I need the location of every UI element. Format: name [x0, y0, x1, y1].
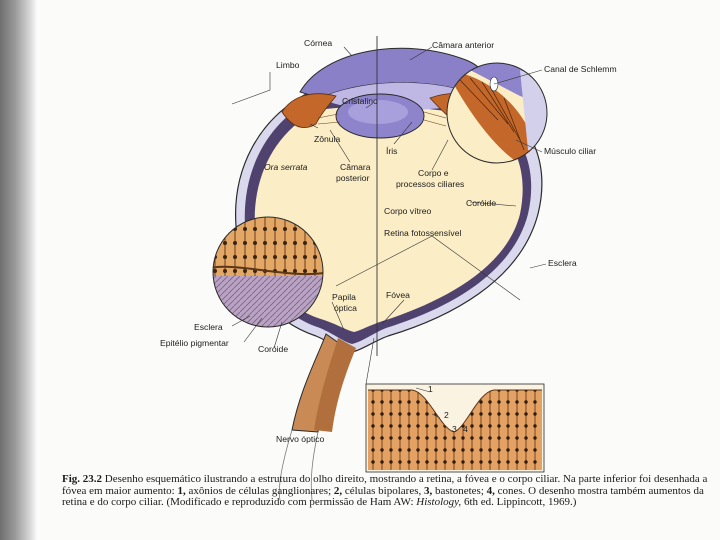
label-iris: Íris	[386, 146, 397, 156]
optic-nerve-core	[314, 338, 356, 432]
scan-binding-shadow	[0, 0, 38, 540]
caption-t4: cones. O desenho mostra também aumentos …	[62, 484, 704, 509]
fovea-magnified-inset	[365, 383, 545, 473]
label-camara-posterior-2: posterior	[336, 173, 370, 183]
label-zonula: Zônula	[314, 134, 340, 144]
label-nervo-optico: Nervo óptico	[276, 434, 324, 444]
label-musculo-ciliar: Músculo ciliar	[544, 146, 596, 156]
caption-t1: axônios de células ganglionares;	[185, 484, 334, 497]
label-corpo-processos-1: Corpo e	[418, 168, 449, 178]
label-corpo-vitreo: Corpo vítreo	[384, 206, 432, 216]
caption-t5: 6th ed. Lippincott, 1969.)	[461, 496, 577, 509]
label-cristalino: Cristalino	[342, 96, 378, 106]
caption-fig-label: Fig. 23.2	[62, 473, 103, 485]
leader-lines	[231, 46, 547, 419]
caption-n4: 4,	[486, 484, 495, 497]
caption-text-1: Desenho esquemático ilustrando a estrutu…	[62, 473, 708, 497]
ciliary-body-left	[281, 93, 337, 128]
label-num-1: 1	[428, 384, 433, 394]
label-retina-fotossensivel: Retina fotossensível	[384, 228, 461, 238]
label-num-3: 3	[452, 424, 457, 434]
label-camara-posterior-1: Câmara	[340, 162, 371, 172]
label-num-2: 2	[444, 410, 449, 420]
caption-t3: bastonetes;	[432, 484, 487, 497]
caption-t2: células bipolares,	[342, 484, 424, 497]
caption-book: Histology,	[416, 496, 462, 509]
label-epitelio: Epitélio pigmentar	[160, 338, 229, 348]
label-num-4: 4	[463, 424, 468, 434]
label-papila-1: Papila	[332, 292, 356, 302]
label-camara-anterior: Câmara anterior	[432, 40, 494, 50]
caption-n1: 1,	[177, 484, 186, 497]
label-corpo-processos-2: processos ciliares	[396, 179, 464, 189]
label-papila-2: óptica	[334, 303, 357, 313]
label-coroide-right: Coróide	[466, 198, 496, 208]
label-ora-serrata: Ora serrata	[264, 162, 308, 172]
label-canal-schlemm: Canal de Schlemm	[544, 64, 617, 74]
diagram-labels: Córnea Câmara anterior Limbo Canal de Sc…	[160, 38, 617, 444]
caption-n2: 2,	[333, 484, 343, 497]
lens-highlight	[348, 100, 408, 124]
label-esclera-left: Esclera	[194, 322, 223, 332]
caption-n3: 3,	[424, 484, 433, 497]
label-cornea: Córnea	[304, 38, 332, 48]
label-fovea: Fóvea	[386, 290, 410, 300]
label-esclera-right: Esclera	[548, 258, 577, 268]
figure-caption: Fig. 23.2 Desenho esquemático ilustrando…	[62, 473, 718, 509]
label-limbo: Limbo	[276, 60, 300, 70]
zonule-fibers	[317, 111, 447, 127]
optic-nerve-sheath	[278, 429, 319, 501]
label-coroide-left: Coróide	[258, 344, 288, 354]
